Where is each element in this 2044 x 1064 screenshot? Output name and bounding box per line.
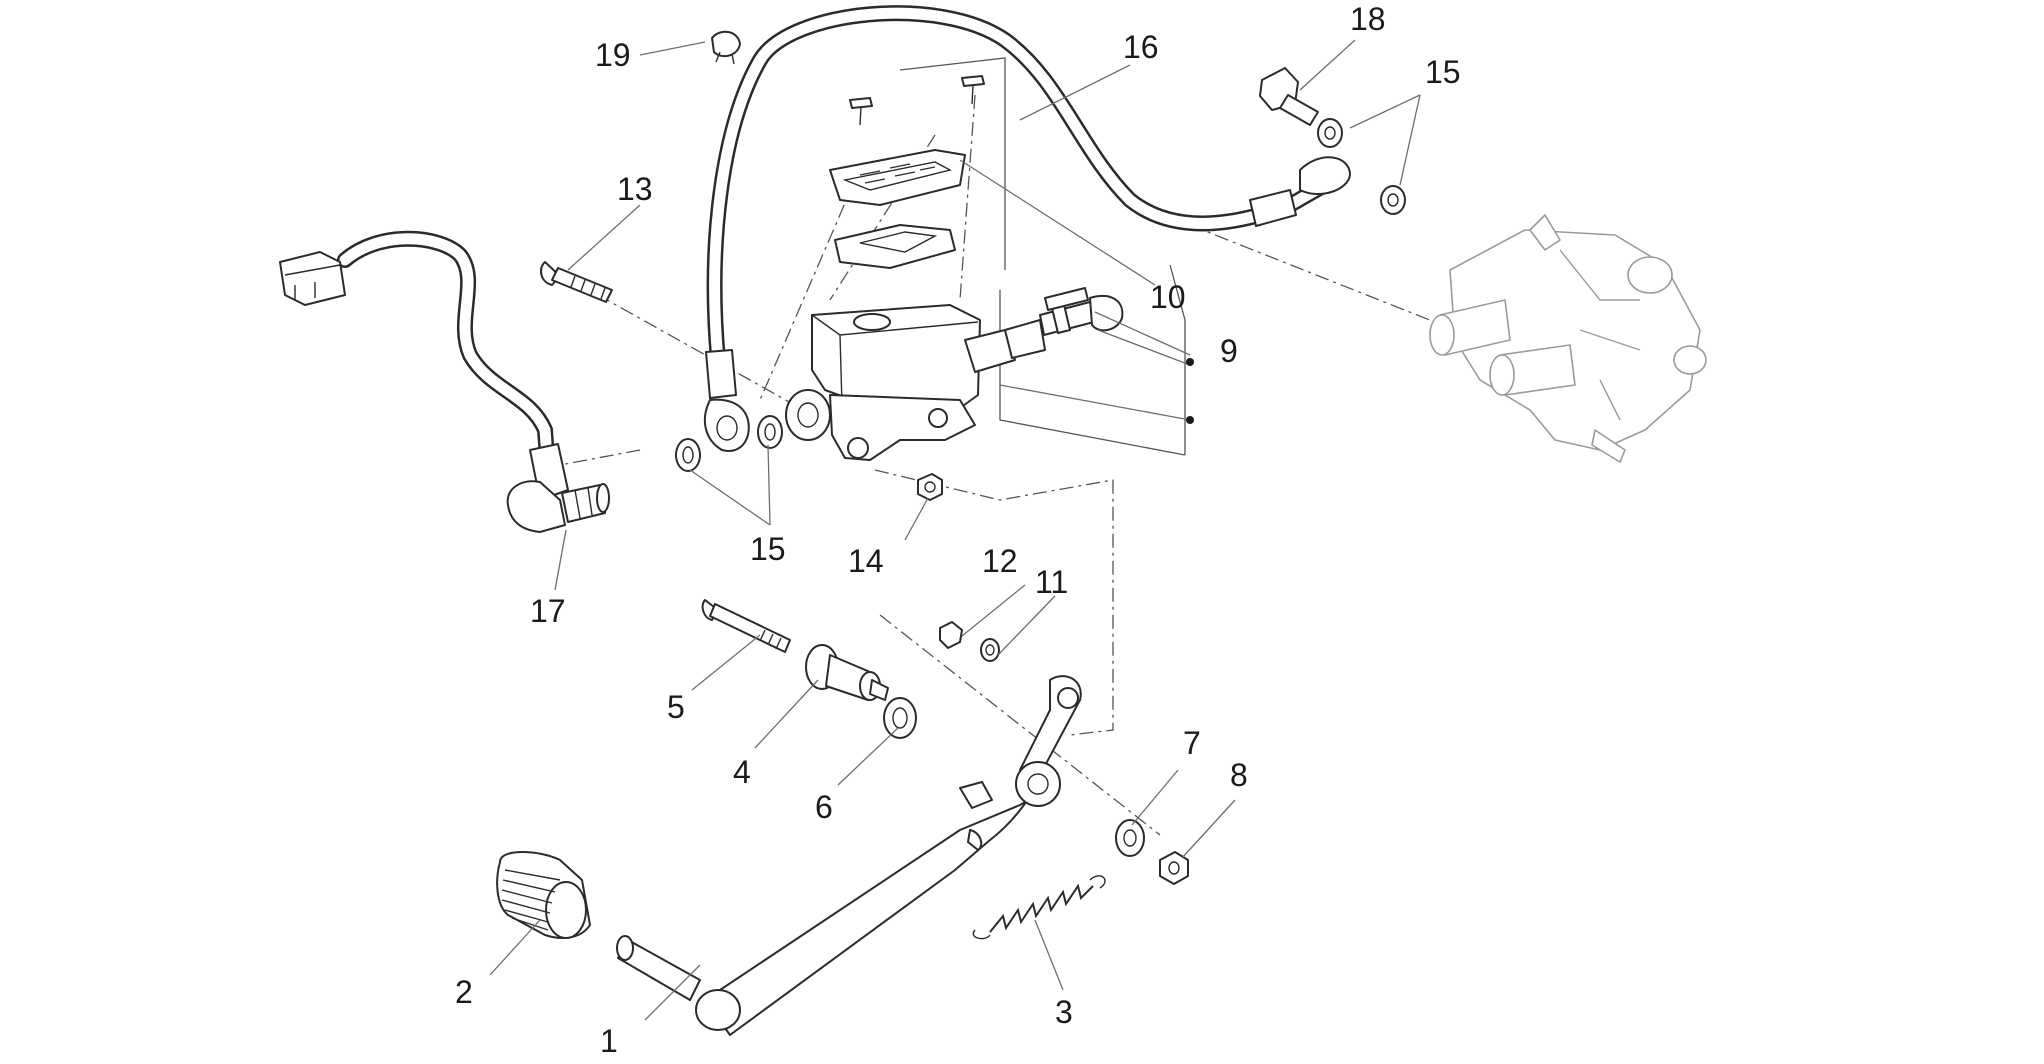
callout-15-right: 15 [1425,54,1461,90]
brake-hose-16 [703,5,1351,452]
return-spring-3 [972,875,1106,940]
callout-5: 5 [667,689,685,725]
callout-3: 3 [1055,994,1073,1030]
pivot-hardware [701,599,1000,739]
pedal-rubber-2 [496,851,591,939]
callout-17: 17 [530,593,566,629]
callout-18: 18 [1350,1,1386,37]
washer-7-nut-8 [1115,819,1189,885]
hardware-small [675,30,1406,501]
callout-13: 13 [617,171,653,207]
callout-8: 8 [1230,757,1248,793]
callout-10: 10 [1150,279,1186,315]
callout-4: 4 [733,754,751,790]
callout-6: 6 [815,789,833,825]
callout-15-left: 15 [750,531,786,567]
callout-12: 12 [982,543,1018,579]
brake-pedal-1 [616,675,1082,1036]
leader-lines [489,39,1421,1021]
callout-14: 14 [848,543,884,579]
callout-19: 19 [595,37,631,73]
callout-9: 9 [1220,333,1238,369]
reservoir-cap-10 [829,75,985,269]
callout-1: 1 [600,1023,618,1059]
bolt-13 [539,261,613,303]
brake-caliper-ghost [1429,214,1707,463]
callout-labels: 1 2 3 4 5 6 7 8 9 10 11 12 13 14 15 15 1… [455,1,1461,1059]
callout-2: 2 [455,974,473,1010]
callout-16: 16 [1123,29,1159,65]
callout-11: 11 [1035,564,1068,600]
callout-7: 7 [1183,725,1201,761]
master-cylinder-9 [785,287,1124,461]
stop-switch-cable-17 [279,230,610,533]
